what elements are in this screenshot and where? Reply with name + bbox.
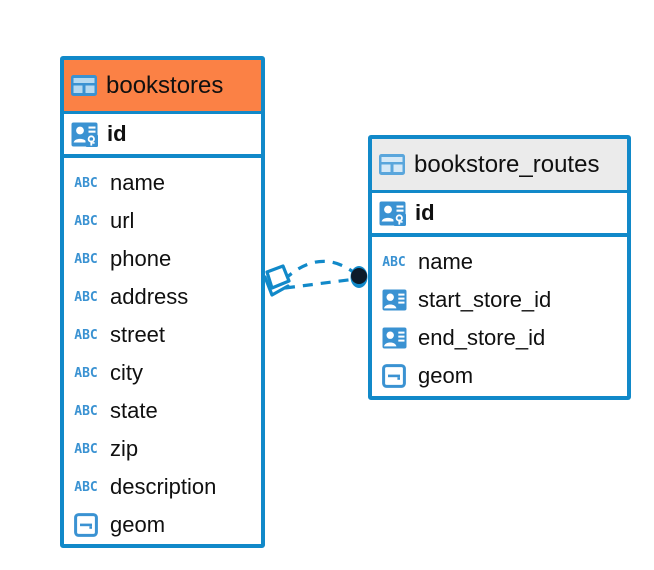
field-row-address[interactable]: ABC address <box>64 278 261 316</box>
field-label: street <box>110 322 166 347</box>
field-row-state[interactable]: ABC state <box>64 392 261 430</box>
geometry-icon <box>379 364 409 388</box>
field-label: state <box>110 398 158 423</box>
table-icon <box>379 154 405 175</box>
field-row-geom[interactable]: geom <box>64 506 261 544</box>
abc-icon: ABC <box>74 327 98 343</box>
field-row-end-store-id[interactable]: end_store_id <box>372 319 627 357</box>
abc-icon: ABC <box>74 365 98 381</box>
field-label: end_store_id <box>418 325 546 350</box>
field-row-city[interactable]: ABC city <box>64 354 261 392</box>
abc-icon: ABC <box>74 403 98 419</box>
field-label: start_store_id <box>418 287 552 312</box>
field-label: url <box>110 208 135 233</box>
field-row-zip[interactable]: ABC zip <box>64 430 261 468</box>
field-label: phone <box>110 246 172 271</box>
filled-circle-marker <box>350 266 368 288</box>
field-row-url[interactable]: ABC url <box>64 202 261 240</box>
primary-key-label: id <box>107 121 127 146</box>
foreign-key-icon <box>379 327 409 349</box>
entity-header-bookstore-routes[interactable]: bookstore_routes <box>372 139 627 190</box>
field-row-name[interactable]: ABC name <box>64 164 261 202</box>
foreign-key-icon <box>379 289 409 311</box>
field-label: geom <box>418 363 474 388</box>
field-label: description <box>110 474 217 499</box>
abc-icon: ABC <box>74 251 98 267</box>
primary-key-icon <box>379 200 406 227</box>
relationship-edge-lower <box>284 277 357 290</box>
entity-title: bookstores <box>106 71 224 99</box>
field-label: name <box>418 249 474 274</box>
field-list-bookstores: ABC name ABC url ABC phone ABC address A… <box>64 158 261 544</box>
primary-key-label: id <box>415 200 435 225</box>
field-label: address <box>110 284 189 309</box>
abc-icon: ABC <box>74 213 98 229</box>
primary-key-row-bookstore-routes[interactable]: id <box>372 190 627 237</box>
field-row-geom[interactable]: geom <box>372 357 627 395</box>
entity-bookstore-routes[interactable]: bookstore_routes id ABC <box>368 135 631 400</box>
abc-icon: ABC <box>74 289 98 305</box>
field-row-start-store-id[interactable]: start_store_id <box>372 281 627 319</box>
abc-icon: ABC <box>382 254 406 270</box>
field-label: city <box>110 360 143 385</box>
abc-icon: ABC <box>74 175 98 191</box>
primary-key-icon <box>71 121 98 148</box>
field-row-street[interactable]: ABC street <box>64 316 261 354</box>
field-row-phone[interactable]: ABC phone <box>64 240 261 278</box>
crows-foot-marker <box>263 264 291 297</box>
field-label: geom <box>110 512 166 537</box>
abc-icon: ABC <box>74 479 98 495</box>
table-icon <box>71 75 97 96</box>
field-label: name <box>110 170 166 195</box>
relationship-edge-upper <box>282 259 357 282</box>
field-label: zip <box>110 436 139 461</box>
field-row-description[interactable]: ABC description <box>64 468 261 506</box>
geometry-icon <box>71 513 101 537</box>
primary-key-row-bookstores[interactable]: id <box>64 111 261 158</box>
field-list-bookstore-routes: ABC name start_store_id <box>372 237 627 396</box>
entity-bookstores[interactable]: bookstores id ABC <box>60 56 265 548</box>
abc-icon: ABC <box>74 441 98 457</box>
field-row-name[interactable]: ABC name <box>372 243 627 281</box>
entity-header-bookstores[interactable]: bookstores <box>64 60 261 111</box>
entity-title: bookstore_routes <box>414 150 600 178</box>
